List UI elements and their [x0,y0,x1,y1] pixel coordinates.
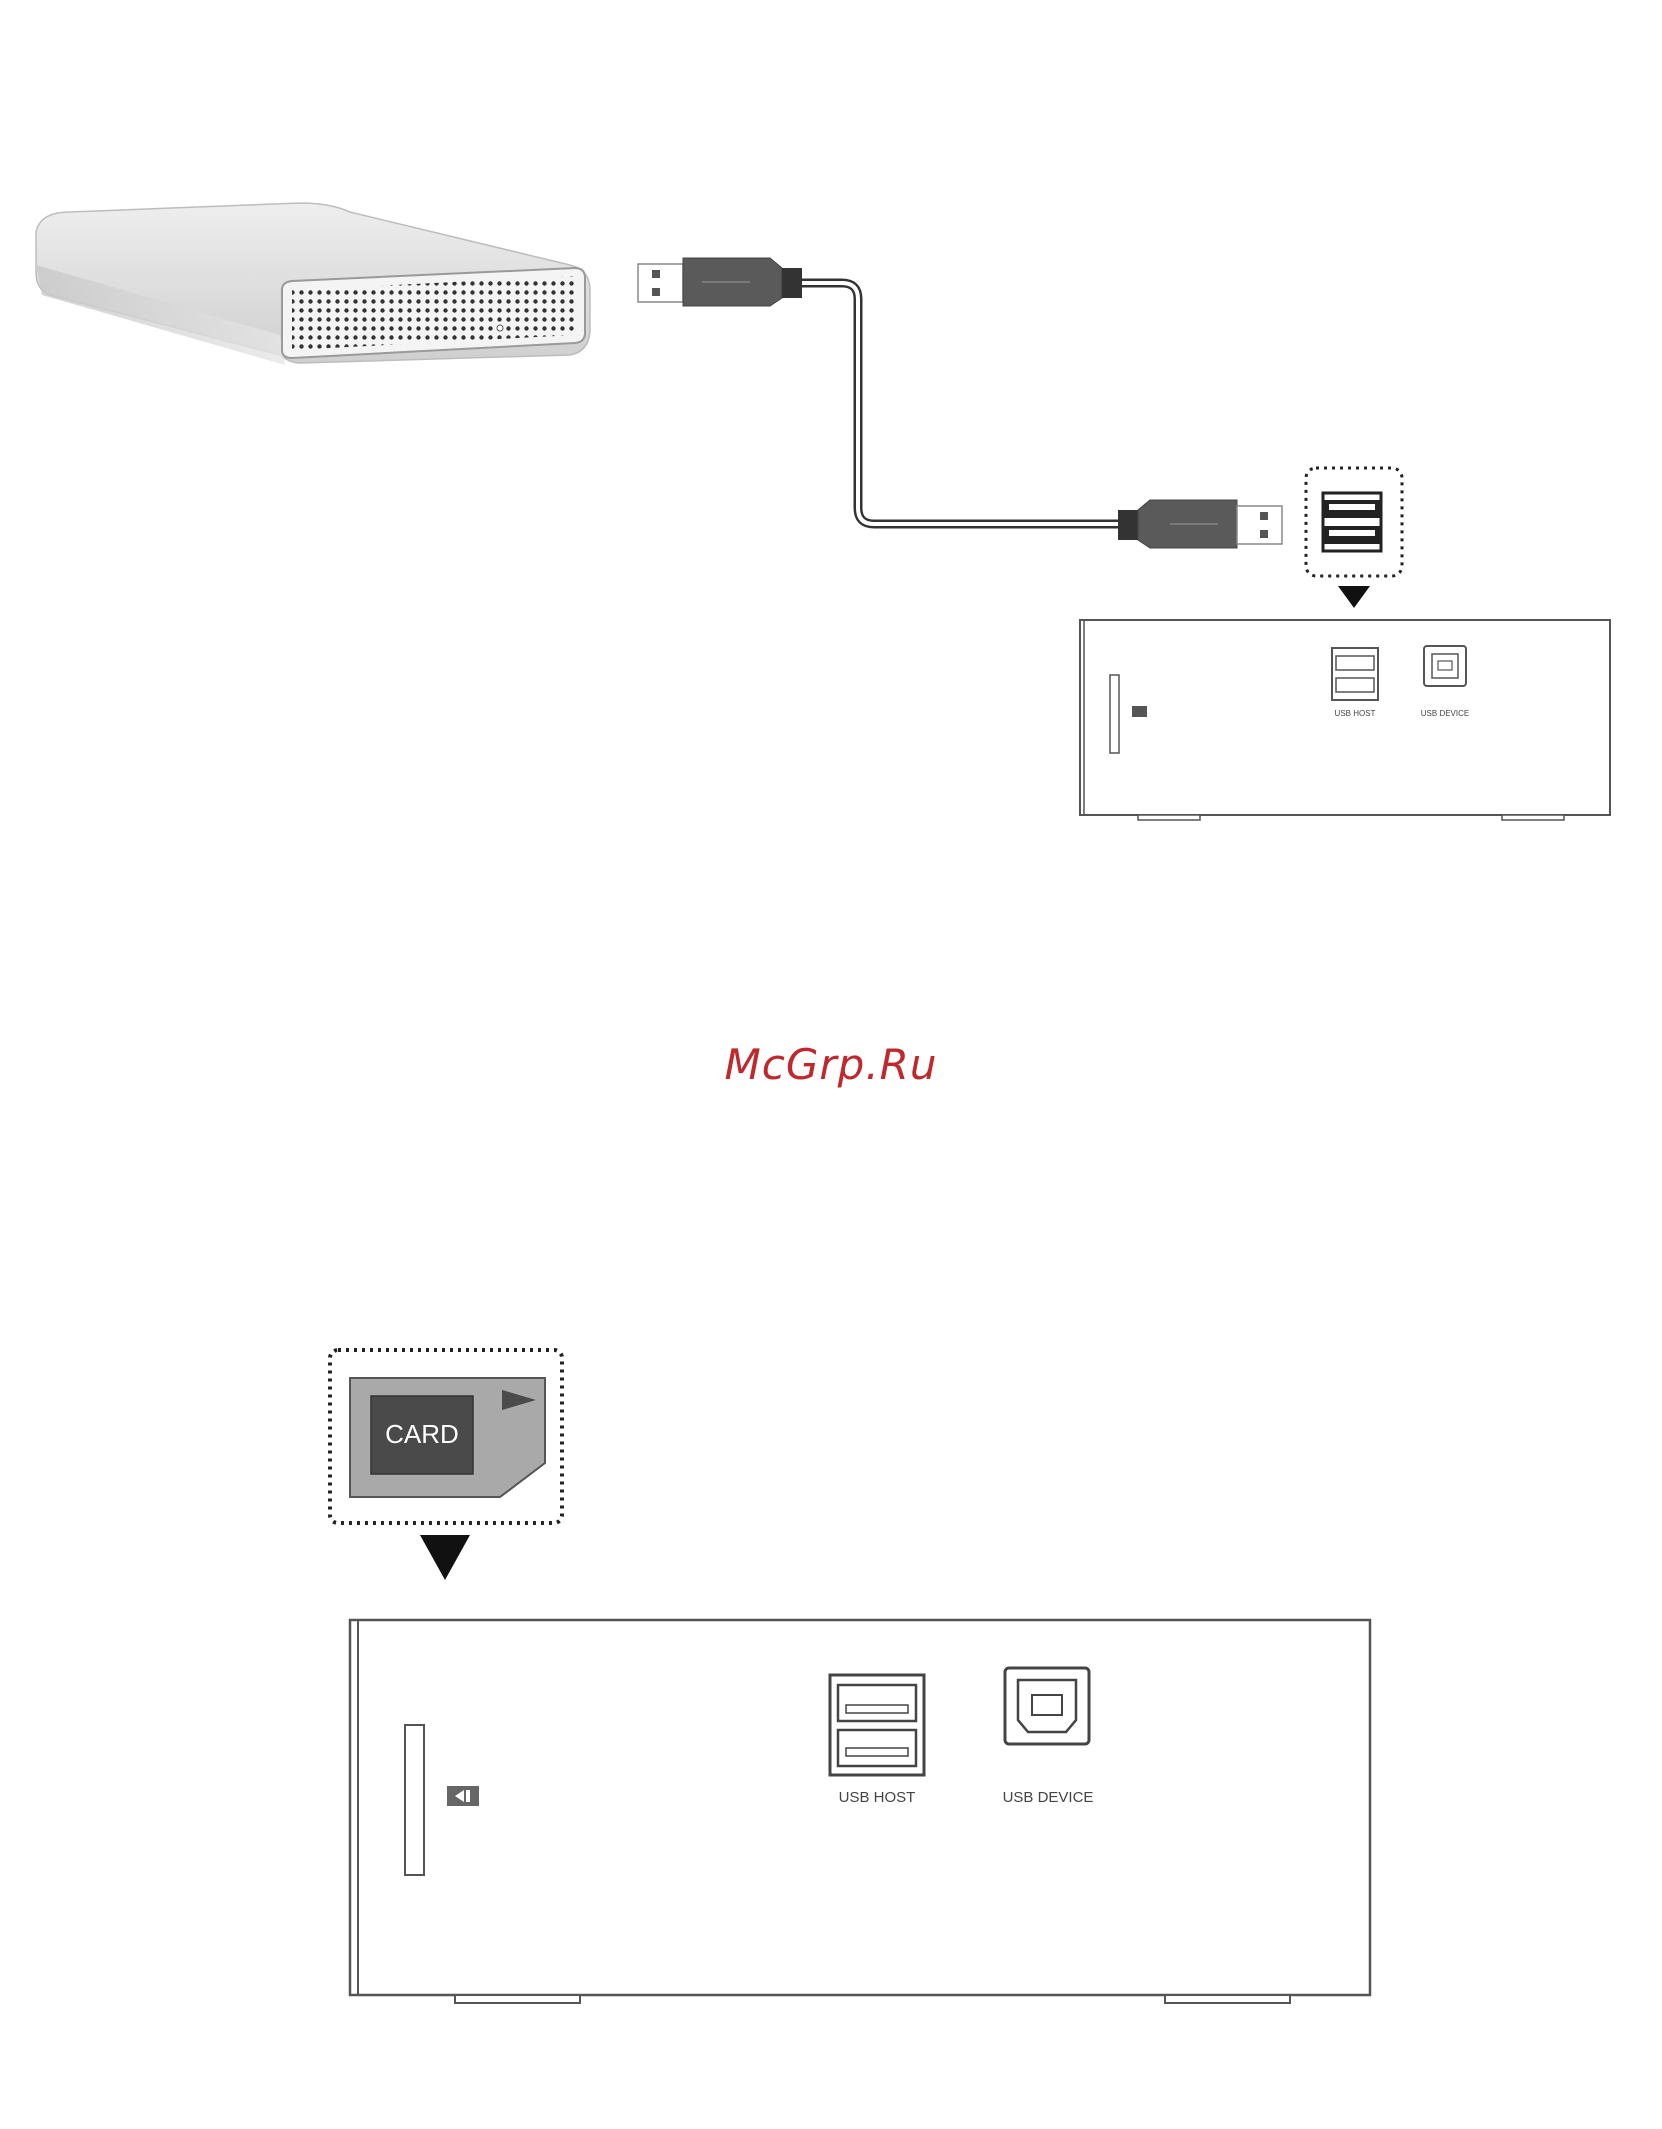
usb-host-port-zoom-icon [1306,468,1402,576]
down-arrow-icon [1338,586,1370,608]
usb-host-label: USB HOST [1335,709,1376,718]
usb-cable-icon [638,258,1282,548]
usb-device-label: USB DEVICE [1003,1789,1094,1806]
external-hard-drive-icon [36,203,590,365]
card-slot-icon [405,1725,424,1875]
card-label: CARD [385,1419,459,1449]
watermark-text: McGrp.Ru [0,1040,1662,1089]
media-player-box-icon: USB HOST USB DEVICE [1080,620,1610,820]
media-player-box-icon: USB HOST USB DEVICE [350,1620,1370,2003]
usb-device-label: USB DEVICE [1421,709,1469,718]
memory-card-icon: CARD [330,1350,562,1523]
usb-host-label: USB HOST [839,1789,916,1806]
down-arrow-icon [420,1535,470,1580]
card-slot-icon [1110,675,1119,753]
